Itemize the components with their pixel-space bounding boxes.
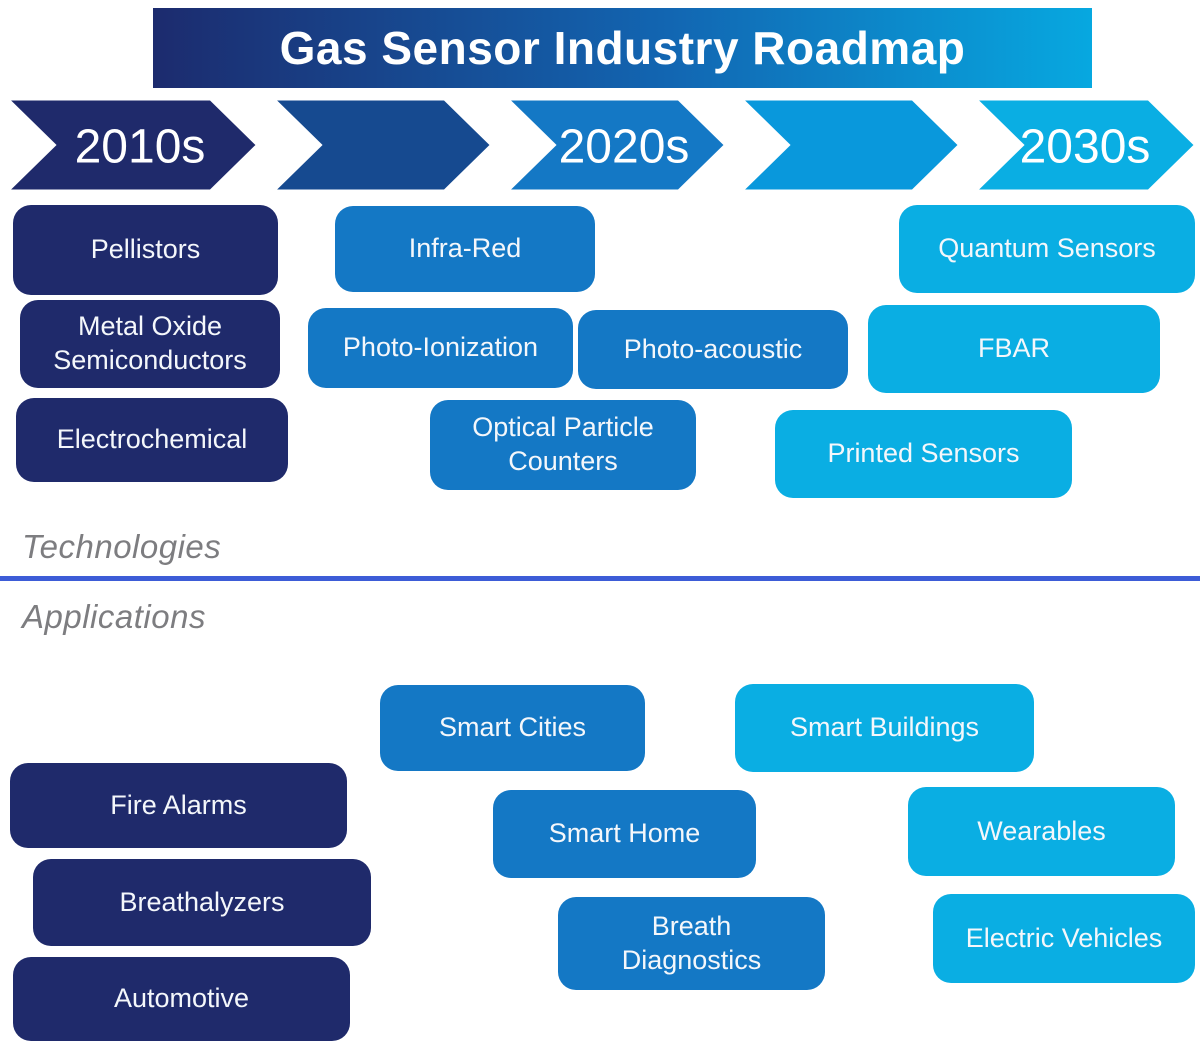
app-box-smart-cities: Smart Cities — [380, 685, 645, 771]
tech-box-label: Infra-Red — [408, 233, 522, 264]
tech-box-electrochemical: Electrochemical — [16, 398, 288, 482]
app-box-breath-diagnostics: Breath Diagnostics — [558, 897, 825, 990]
chevron-label-2020s: 2020s — [559, 121, 690, 174]
app-box-label: Electric Vehicles — [965, 922, 1163, 953]
tech-box-label: Printed Sensors — [827, 438, 1020, 469]
tech-box-metal-oxide-semiconductors: Metal Oxide Semiconductors — [20, 300, 280, 388]
app-box-label: Fire Alarms — [110, 789, 247, 820]
app-box-smart-buildings: Smart Buildings — [735, 684, 1034, 772]
chevron-2010s — [0, 95, 263, 195]
decade-timeline: 2010s 2020s 2030s — [0, 95, 1200, 195]
applications-section-label: Applications — [22, 598, 206, 635]
tech-box-optical-particle-counters: Optical Particle Counters — [430, 400, 696, 490]
tech-box-label: FBAR — [977, 333, 1050, 364]
app-box-wearables: Wearables — [908, 787, 1175, 876]
title-banner: Gas Sensor Industry Roadmap — [153, 8, 1092, 88]
tech-box-label: Optical Particle Counters — [472, 412, 654, 476]
tech-box-label: Metal Oxide Semiconductors — [53, 311, 247, 375]
app-box-breathalyzers: Breathalyzers — [33, 859, 371, 946]
tech-box-infra-red: Infra-Red — [335, 206, 595, 292]
section-divider-line — [0, 576, 1200, 581]
tech-box-label: Electrochemical — [56, 424, 248, 455]
tech-box-fbar: FBAR — [868, 305, 1160, 393]
app-box-automotive: Automotive — [13, 957, 350, 1041]
app-box-label: Automotive — [113, 983, 250, 1014]
app-box-electric-vehicles: Electric Vehicles — [933, 894, 1195, 983]
tech-box-label: Pellistors — [90, 234, 201, 265]
tech-box-label: Photo-Ionization — [342, 332, 539, 363]
app-box-label: Smart Cities — [438, 712, 587, 743]
tech-box-label: Quantum Sensors — [938, 233, 1156, 264]
technologies-section-label: Technologies — [22, 528, 222, 565]
tech-box-printed-sensors: Printed Sensors — [775, 410, 1072, 498]
app-box-label: Breath Diagnostics — [621, 910, 762, 975]
tech-box-photo-ionization: Photo-Ionization — [308, 308, 573, 388]
chevron-label-2030s: 2030s — [1020, 121, 1151, 174]
page-title: Gas Sensor Industry Roadmap — [279, 22, 966, 74]
app-box-label: Breathalyzers — [119, 886, 285, 917]
tech-box-pellistors: Pellistors — [13, 205, 278, 295]
chevron-2030s — [966, 95, 1200, 195]
app-box-label: Wearables — [977, 815, 1106, 846]
chevron-2020s — [498, 95, 731, 195]
tech-box-photo-acoustic: Photo-acoustic — [578, 310, 848, 389]
tech-box-label: Photo-acoustic — [623, 333, 803, 364]
app-box-label: Smart Buildings — [789, 712, 980, 743]
tech-box-quantum-sensors: Quantum Sensors — [899, 205, 1195, 293]
chevron-mid-2010s-2020s — [264, 95, 497, 195]
app-box-smart-home: Smart Home — [493, 790, 756, 878]
chevron-mid-2020s-2030s — [732, 95, 965, 195]
chevron-label-2010s: 2010s — [75, 121, 206, 174]
app-box-fire-alarms: Fire Alarms — [10, 763, 347, 848]
app-box-label: Smart Home — [548, 818, 701, 849]
